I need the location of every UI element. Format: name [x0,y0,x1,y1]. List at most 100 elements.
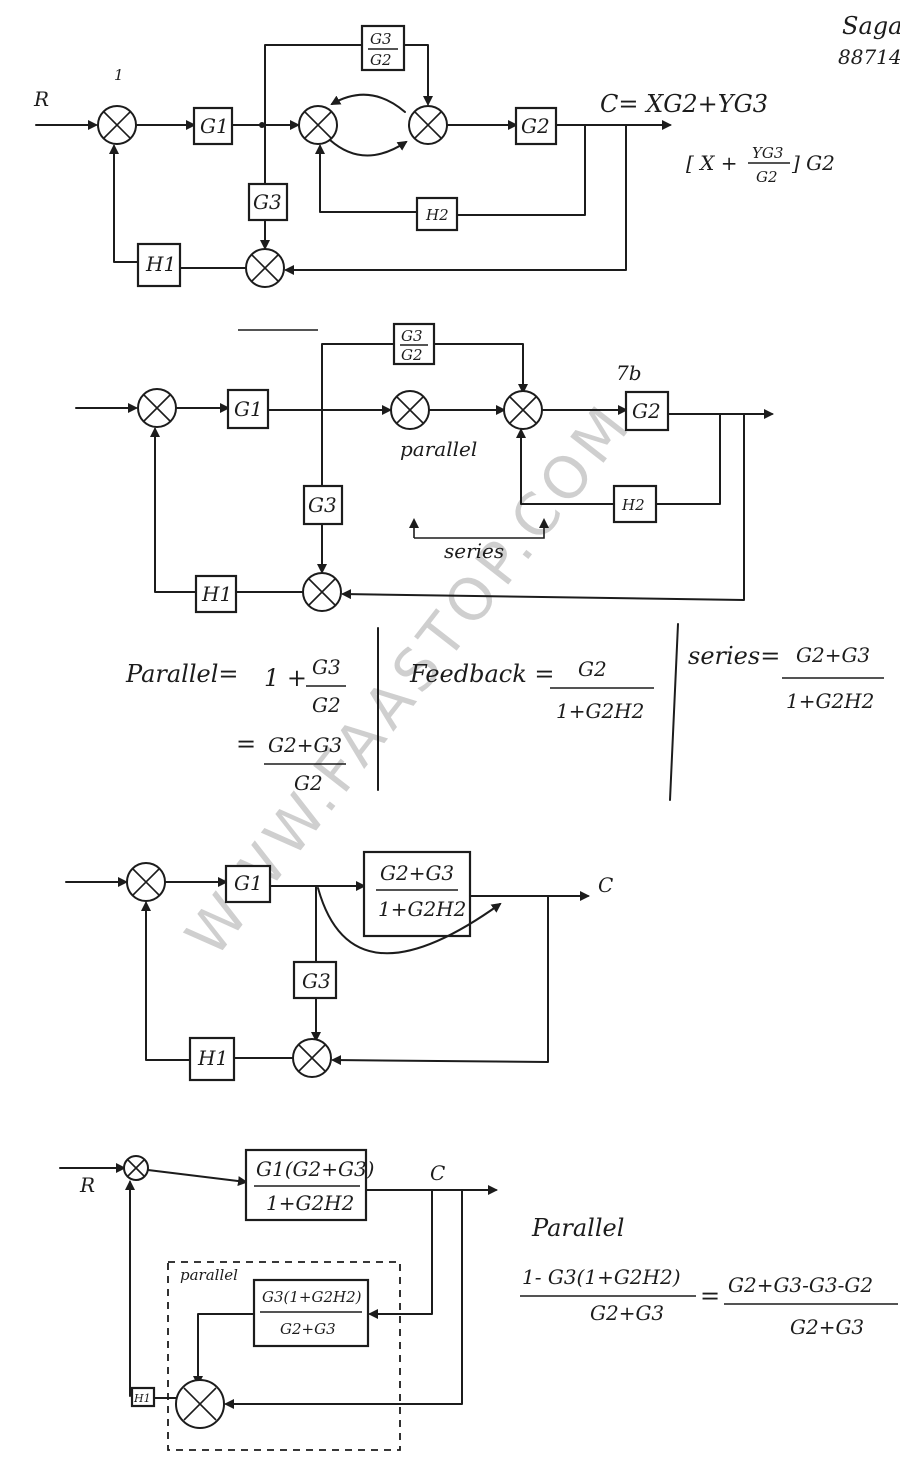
fig4-output-label: C [430,1161,445,1185]
fig1-ff-den: G2 [370,51,392,69]
figure-2: 7b G1 G3 G2 parallel G2 H2 series G3 [75,322,774,614]
parallel-den2: G2 [294,771,323,795]
fig4-eq-den-left: G2+G3 [590,1301,664,1325]
fig3-wire-h1-sj1 [141,901,191,1061]
fig1-block-g3 [247,182,289,222]
parallel-num2: G2+G3 [268,733,342,757]
fig4-h1-label: H1 [133,1392,151,1405]
fig4-wire-inner-sj2 [193,1313,255,1386]
fig3-wire-outer-feedback [331,895,549,1066]
fig1-g3-label: G3 [253,190,282,214]
fig2-g3-label: G3 [308,493,337,517]
fig1-block-g3-over-g2 [360,24,406,72]
fig2-wire-ff-up [321,343,395,411]
fig1-g1-label: G1 [200,114,229,138]
fig1-block-g1 [192,106,234,146]
fig2-block-g3 [302,484,344,526]
parallel-eq: = [236,730,256,758]
fig2-h2-label: H2 [621,496,645,514]
fig4-parallel-dashed-box [167,1261,401,1451]
series-den: 1+G2H2 [786,689,874,713]
corner-number: 88714 [838,45,900,69]
fig1-output-eq: C= XG2+YG3 [600,90,768,118]
fig1-wire-ff-sj3 [403,44,433,106]
fig3-block-g3 [292,960,338,1000]
fig2-wire-h2-sj3 [516,428,615,505]
feedback-den: 1+G2H2 [556,699,644,723]
formula-band: Parallel= 1 + G3 G2 = G2+G3 G2 Feedback … [125,623,884,801]
fig2-parallel-label: parallel [400,437,477,461]
fig1-block-g2 [514,106,558,146]
fig3-block-h1 [188,1036,236,1082]
fig4-inner-den: G2+G3 [280,1320,336,1338]
fig4-input-label: R [79,1173,95,1197]
fig4-block-forward [244,1148,368,1222]
fig1-curve-top [330,93,406,113]
formula-divider-2 [669,623,679,801]
fig1-ff-num: G3 [370,30,392,48]
fig4-wire-sj1-fwd [147,1169,248,1186]
fig4-eq-den-right: G2+G3 [790,1315,864,1339]
series-num: G2+G3 [796,643,870,667]
fig1-wire-h2-sj2 [315,144,418,213]
fig3-h1-label: H1 [197,1046,228,1070]
fig4-eq-num-left: 1- G3(1+G2H2) [522,1265,681,1289]
fig2-ff-den: G2 [401,346,423,364]
fig2-wire-h1-sj1 [150,427,197,593]
fig4-eq-title: Parallel [531,1214,624,1242]
fig4-block-inner [252,1278,370,1348]
fig4-block-h1 [130,1386,156,1408]
fig4-fwd-den: 1+G2H2 [266,1191,354,1215]
fig1-block-h1 [136,242,182,288]
fig1-wire-h1-sj1 [109,144,139,263]
fig4-wire-inner-feed [368,1189,433,1319]
fig2-block-h1 [194,574,238,614]
series-lhs: series= [688,642,780,670]
fig1-side-eq-left: [ X + [686,151,738,175]
fig2-block-g2 [624,390,670,432]
parallel-num: G3 [312,655,341,679]
parallel-lhs: Parallel= [125,660,239,688]
corner-name: Saga [842,12,900,40]
fig3-bypass-curve [317,887,502,955]
figure-3: G1 G2+G3 1+G2H2 C G3 H1 [65,850,613,1082]
fig1-node-mark: 1 [114,66,124,84]
fig2-h1-label: H1 [201,582,232,606]
figure-4: R G1(G2+G3) 1+G2H2 C parallel G3(1+G2H2)… [59,1148,898,1451]
fig1-input-label: R [33,87,49,111]
fig1-wire-outer-feedback [284,124,627,275]
fig4-fwd-num: G1(G2+G3) [256,1157,374,1181]
figure-1: R 1 G1 G3 G2 G2 C= XG2+YG3 [ X + YG3 G2 … [33,24,835,288]
fig3-comb-num: G2+G3 [380,861,454,885]
fig2-ff-num: G3 [401,327,423,345]
fig1-block-h2 [415,196,459,232]
feedback-num: G2 [578,657,607,681]
fig1-curve-bottom [329,139,408,157]
fig3-output-label: C [598,873,613,897]
fig4-eq-num-right: G2+G3-G3-G2 [728,1273,873,1297]
fig1-g2-label: G2 [521,114,550,138]
fig1-h1-label: H1 [145,252,176,276]
fig2-wire-outer-feedback [341,413,745,601]
fig4-parallel-label: parallel [180,1266,238,1284]
parallel-one: 1 + [264,664,307,692]
fig3-g3-label: G3 [302,969,331,993]
fig1-wire-branch-up [264,44,363,126]
fig2-tag: 7b [616,361,642,385]
fig2-series-label: series [444,539,504,563]
fig4-eq-equals: = [700,1282,720,1310]
fig1-branch-point [259,122,265,128]
fig3-comb-den: 1+G2H2 [378,897,466,921]
fig2-block-g3-over-g2 [392,322,436,366]
fig2-g2-label: G2 [632,399,661,423]
fig2-block-h2 [612,484,658,524]
fig1-wire-h2-feedback [456,124,586,216]
fig2-wire-ff-sj3 [433,343,528,394]
fig3-g1-label: G1 [234,871,263,895]
fig1-side-eq-right: ] G2 [791,151,835,175]
fig4-inner-num: G3(1+G2H2) [262,1288,362,1306]
fig1-side-eq-num: YG3 [752,144,783,162]
fig2-g1-label: G1 [234,397,263,421]
fig2-wire-h2-loop [655,413,721,505]
fig3-block-combined [362,850,472,938]
